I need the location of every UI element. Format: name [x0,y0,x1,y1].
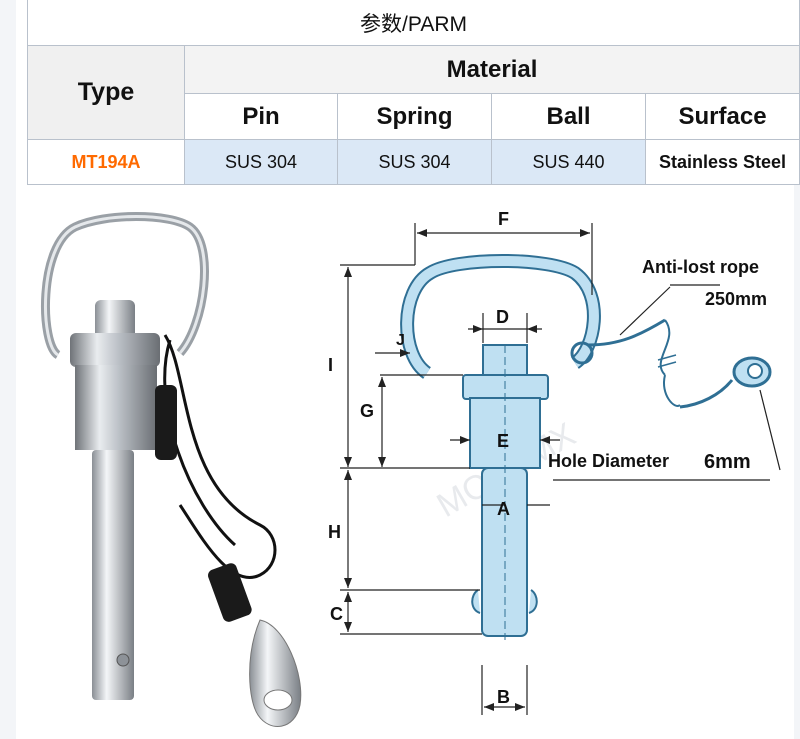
eyelet-tab [249,619,302,727]
rope-length: 250mm [705,289,767,309]
product-photo [41,212,302,727]
pin-handle [75,365,157,450]
diagram-ring [402,256,599,378]
rope-label: Anti-lost rope [642,257,759,277]
locking-ball [116,653,130,667]
surface-value: Stainless Steel [644,139,800,185]
label-C: C [330,604,343,624]
dimension-diagram: MONSMX [328,209,781,715]
lanyard-crimp [208,563,252,622]
label-J: J [396,332,405,349]
label-H: H [328,522,341,542]
hole-diameter-value: 6mm [704,451,751,473]
dimension-arrows [344,229,590,711]
rope-loop [570,341,594,365]
diagram-balls [471,589,538,614]
rope-segment-1 [587,318,666,347]
pin-material-value: SUS 304 [184,139,338,185]
lanyard-cable [163,334,277,579]
dimension-lines [340,223,781,715]
model-number: MT194A [27,139,185,185]
rope-segment-3 [679,379,734,409]
rope-segment-2 [659,319,681,407]
label-F: F [498,209,509,229]
column-header-ball: Ball [491,93,646,140]
table-title: 参数/PARM [26,0,800,46]
ball-material-value: SUS 440 [491,139,646,185]
label-B: B [497,687,510,707]
right-margin-strip [794,0,800,739]
type-header: Type [27,45,185,140]
material-header: Material [183,45,800,94]
lanyard-sleeve [155,385,177,460]
label-D: D [496,307,509,327]
column-header-spring: Spring [337,93,492,140]
column-header-pin: Pin [184,93,338,140]
label-I: I [328,355,333,375]
label-E: E [497,431,509,451]
pin-cap [70,333,160,367]
spec-table: 参数/PARM Type Material Pin Spring Ball Su… [26,0,800,185]
hole-diameter-label: Hole Diameter [548,451,669,471]
label-G: G [360,401,374,421]
label-A: A [497,499,510,519]
left-margin-strip [0,0,16,739]
pin-button [95,300,135,340]
pin-shank [92,450,134,700]
spring-material-value: SUS 304 [337,139,492,185]
column-header-surface: Surface [644,93,800,140]
eyelet-hole [263,689,293,711]
